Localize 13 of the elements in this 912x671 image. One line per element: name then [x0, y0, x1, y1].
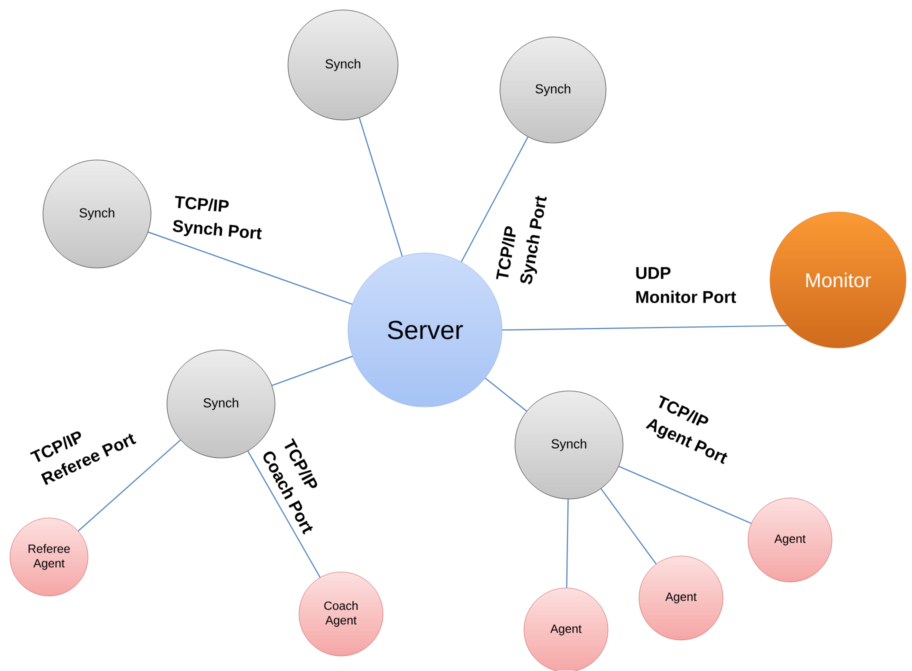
edge-label: TCP/IP Synch Port — [172, 196, 262, 240]
connector-line — [460, 136, 528, 262]
connector-line — [600, 488, 657, 564]
connector-line — [272, 356, 353, 386]
connector-line — [78, 440, 181, 532]
connector-line — [247, 450, 321, 578]
connector-line — [358, 118, 403, 256]
connector-line — [148, 232, 352, 305]
connector-line — [484, 378, 527, 412]
connector-line — [566, 499, 569, 588]
connector-line — [618, 466, 752, 524]
edge-label: UDP Monitor Port — [636, 267, 736, 304]
connector-line — [502, 325, 788, 331]
